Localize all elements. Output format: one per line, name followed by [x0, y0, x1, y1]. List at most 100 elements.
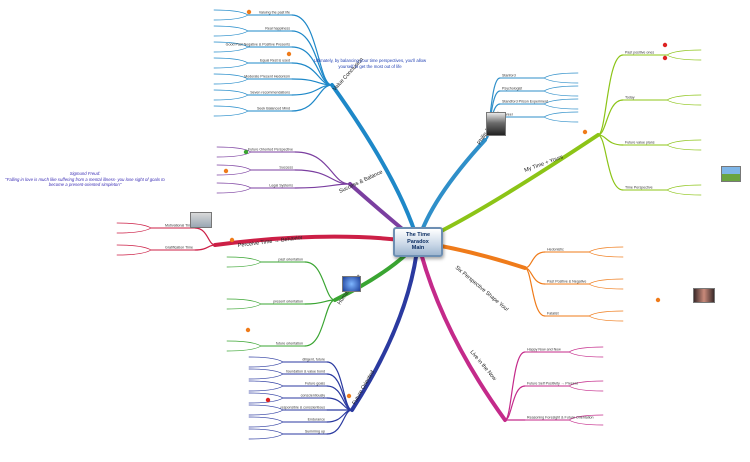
- zimbardo-sub-0-leaf-0: [543, 72, 579, 79]
- six-sub-0-link: [524, 251, 546, 269]
- live-sub-0-label[interactable]: Happy Now and Now: [527, 348, 561, 352]
- value-sub-0-leaf-0: [213, 9, 249, 16]
- six-sub-0-leaf-1: [588, 251, 624, 258]
- success-sub-0-label[interactable]: Future Oriented Perspective: [248, 148, 293, 152]
- mytime-sub-2-label[interactable]: Future value plans: [625, 141, 655, 145]
- live-sub-1-leaf-0: [568, 380, 604, 387]
- success-sub-1-label[interactable]: Success: [279, 166, 293, 170]
- mytime-sub-2-leaf-1: [666, 144, 702, 151]
- sun-icon: [246, 9, 252, 15]
- success-sub-2-leaf-1: [216, 187, 252, 194]
- value-sub-2-label[interactable]: Good Past Negative & Positive Presents: [226, 43, 291, 47]
- six-sub-2-leaf-0: [588, 310, 624, 317]
- human-sub-2-leaf-1: [226, 345, 262, 352]
- cross-icon: [662, 42, 668, 48]
- human-sub-2-link: [304, 299, 336, 347]
- zimbardo-sub-1-leaf-0: [543, 85, 579, 92]
- zimbardo-sub-2-leaf-1: [543, 103, 579, 110]
- six-sub-0-label[interactable]: Hedonistic: [547, 248, 564, 252]
- value-sub-4-label[interactable]: Moderate Present Hedonism: [244, 75, 290, 79]
- value-sub-1-label[interactable]: Real happiness: [265, 27, 290, 31]
- live-sub-2-label[interactable]: Reasoning Foresight & Future Orientation: [527, 416, 594, 420]
- value-sub-2-leaf-0: [213, 41, 249, 48]
- value-sub-5-leaf-0: [213, 89, 249, 96]
- focus-sub-2-leaf-0: [248, 380, 284, 387]
- mytime-sub-1-leaf-0: [666, 94, 702, 101]
- live-sub-2-leaf-0: [568, 414, 604, 421]
- landscape-image: [721, 166, 741, 182]
- zimbardo-sub-2-label[interactable]: Standford Prison Experiment: [502, 100, 548, 104]
- zimbardo-sub-3-label[interactable]: Career: [502, 113, 514, 117]
- value-sub-2-leaf-1: [213, 46, 249, 53]
- success-sub-0-leaf-0: [216, 146, 252, 153]
- focus-sub-0-label[interactable]: diligent, future: [302, 358, 325, 362]
- focus-sub-5-leaf-0: [248, 416, 284, 423]
- focus-sub-2-label[interactable]: Future goals: [305, 382, 325, 386]
- six-sub-2-label[interactable]: Fatalist: [547, 312, 559, 316]
- zimbardo-sub-1-leaf-1: [543, 90, 579, 97]
- value-sub-5-label[interactable]: Seven recommendations: [250, 91, 290, 95]
- branch-live-label[interactable]: Live in the Now: [468, 349, 497, 382]
- branch-perceive-label[interactable]: Perceive Time → Behavior: [238, 235, 304, 249]
- mytime-sub-0-label[interactable]: Past positive ones: [625, 51, 654, 55]
- cross-icon: [662, 55, 668, 61]
- branch-success-label[interactable]: Success & Balance: [338, 169, 383, 194]
- focus-sub-1-label[interactable]: foundation & value bond: [286, 370, 325, 374]
- central-topic[interactable]: The Time Paradox Main: [393, 227, 443, 257]
- human-sub-0-leaf-1: [226, 261, 262, 268]
- success-sub-2-label[interactable]: Legal Systems: [269, 184, 293, 188]
- central-topic-line2: Main: [411, 245, 425, 252]
- value-sub-1-leaf-0: [213, 25, 249, 32]
- zimbardo-sub-0-label[interactable]: Stanford: [502, 74, 516, 78]
- focus-sub-3-leaf-0: [248, 392, 284, 399]
- human-sub-0-label[interactable]: past orientation: [278, 258, 303, 262]
- value-sub-6-link: [291, 84, 333, 112]
- value-sub-5-leaf-1: [213, 94, 249, 101]
- focus-sub-5-leaf-1: [248, 421, 284, 428]
- focus-sub-5-label[interactable]: Endurance: [308, 418, 325, 422]
- six-sub-1-leaf-0: [588, 278, 624, 285]
- check-icon: [243, 149, 249, 155]
- perceive-sub-1-leaf-1: [116, 249, 152, 256]
- perceive-sub-1-label[interactable]: Gratification Time: [165, 246, 193, 250]
- mytime-sub-0-leaf-1: [666, 54, 702, 61]
- six-sub-2-leaf-1: [588, 315, 624, 322]
- focus-sub-4-leaf-1: [248, 409, 284, 416]
- focus-sub-6-label[interactable]: Summing up: [305, 430, 325, 434]
- mytime-sub-3-label[interactable]: Time Perspective: [625, 186, 653, 190]
- quote-text: "Falling in love is much like suffering …: [5, 176, 165, 188]
- focus-sub-1-leaf-1: [248, 373, 284, 380]
- live-sub-1-leaf-1: [568, 385, 604, 392]
- success-sub-0-leaf-1: [216, 151, 252, 158]
- perceive-sub-0-leaf-0: [116, 222, 152, 229]
- branch-focus-label[interactable]: Future Oriented: [352, 370, 376, 406]
- zimbardo-sub-0-leaf-1: [543, 77, 579, 84]
- central-topic-label: The Time Paradox Main: [395, 232, 441, 252]
- focus-sub-4-label[interactable]: responsible & conscientious: [280, 406, 325, 410]
- focus-sub-3-label[interactable]: conscientiously: [301, 394, 326, 398]
- cross-icon: [265, 397, 271, 403]
- live-sub-1-label[interactable]: Future Self Positivity → Present: [527, 382, 578, 386]
- mytime-sub-1-link: [597, 99, 624, 136]
- perceive-sub-0-label[interactable]: Motivational Time: [165, 224, 193, 228]
- human-sub-1-link: [304, 299, 336, 305]
- six-sub-1-label[interactable]: Past Positive & Negative: [547, 280, 586, 284]
- zimbardo-sub-1-label[interactable]: Psychologist: [502, 87, 522, 91]
- value-sub-3-label[interactable]: Equal Rest is used: [260, 59, 290, 63]
- zimbardo-portrait-image: [486, 112, 506, 136]
- human-sub-0-leaf-0: [226, 256, 262, 263]
- balance-note: Ultimately, by balancing your time persp…: [310, 58, 430, 69]
- human-sub-2-label[interactable]: future orientation: [276, 342, 303, 346]
- live-sub-0-link: [504, 351, 526, 421]
- value-sub-6-leaf-1: [213, 110, 249, 117]
- value-sub-1-leaf-1: [213, 30, 249, 37]
- human-sub-1-label[interactable]: present orientation: [273, 300, 303, 304]
- flag-icon: [223, 168, 229, 174]
- value-sub-0-label[interactable]: Valuing the past life: [259, 11, 290, 15]
- value-sub-6-leaf-0: [213, 105, 249, 112]
- mytime-sub-1-label[interactable]: Today: [625, 96, 635, 100]
- value-sub-0-leaf-1: [213, 14, 249, 21]
- value-sub-6-label[interactable]: Seek Balanced Mind: [257, 107, 290, 111]
- branch-six-label[interactable]: Six Perspective Shape You!: [454, 265, 510, 313]
- focus-sub-0-leaf-1: [248, 361, 284, 368]
